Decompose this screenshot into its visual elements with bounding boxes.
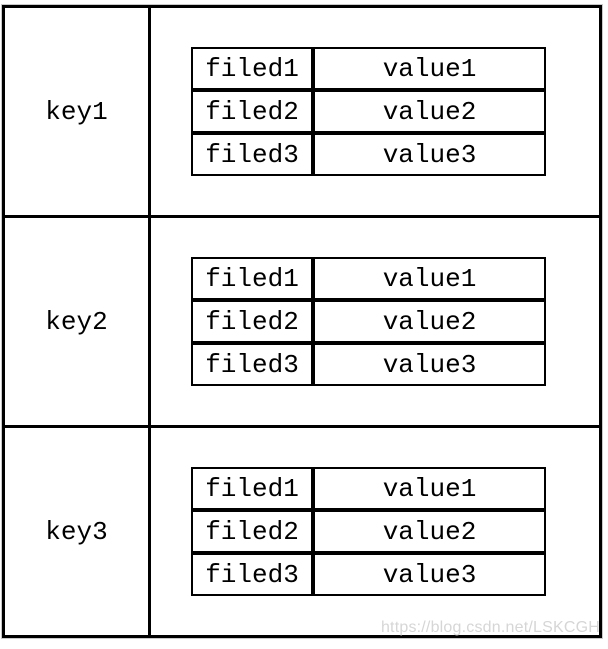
value-label: value3	[313, 133, 546, 176]
field-label: filed3	[191, 343, 313, 386]
value-label: value2	[313, 510, 546, 553]
keys-table: key1 filed1 value1 filed2 value2 filed3 …	[1, 4, 603, 639]
value-label: value1	[313, 257, 546, 300]
field-label: filed2	[191, 90, 313, 133]
value-label: value1	[313, 467, 546, 510]
watermark: https://blog.csdn.net/LSKCGH	[380, 619, 600, 636]
value-label: value3	[313, 553, 546, 596]
field-label: filed3	[191, 133, 313, 176]
field-label: filed1	[191, 47, 313, 90]
field-value-row: filed1 value1	[191, 467, 546, 510]
hash-cell: filed1 value1 filed2 value2 filed3 value…	[151, 428, 599, 635]
key-row: key1 filed1 value1 filed2 value2 filed3 …	[5, 8, 599, 218]
field-value-row: filed3 value3	[191, 553, 546, 596]
field-value-table: filed1 value1 filed2 value2 filed3 value…	[191, 257, 546, 386]
key-label: key3	[5, 428, 151, 635]
key-label: key1	[5, 8, 151, 215]
field-label: filed1	[191, 257, 313, 300]
hash-cell: filed1 value1 filed2 value2 filed3 value…	[151, 8, 599, 215]
field-label: filed1	[191, 467, 313, 510]
value-label: value2	[313, 90, 546, 133]
field-label: filed2	[191, 300, 313, 343]
key-row: key3 filed1 value1 filed2 value2 filed3 …	[5, 428, 599, 635]
hash-cell: filed1 value1 filed2 value2 filed3 value…	[151, 218, 599, 425]
field-value-row: filed3 value3	[191, 343, 546, 386]
key-label: key2	[5, 218, 151, 425]
field-value-row: filed1 value1	[191, 257, 546, 300]
field-label: filed3	[191, 553, 313, 596]
field-value-row: filed1 value1	[191, 47, 546, 90]
value-label: value2	[313, 300, 546, 343]
field-value-table: filed1 value1 filed2 value2 filed3 value…	[191, 47, 546, 176]
value-label: value1	[313, 47, 546, 90]
field-value-table: filed1 value1 filed2 value2 filed3 value…	[191, 467, 546, 596]
key-row: key2 filed1 value1 filed2 value2 filed3 …	[5, 218, 599, 428]
field-value-row: filed2 value2	[191, 90, 546, 133]
value-label: value3	[313, 343, 546, 386]
field-value-row: filed3 value3	[191, 133, 546, 176]
field-label: filed2	[191, 510, 313, 553]
field-value-row: filed2 value2	[191, 300, 546, 343]
field-value-row: filed2 value2	[191, 510, 546, 553]
